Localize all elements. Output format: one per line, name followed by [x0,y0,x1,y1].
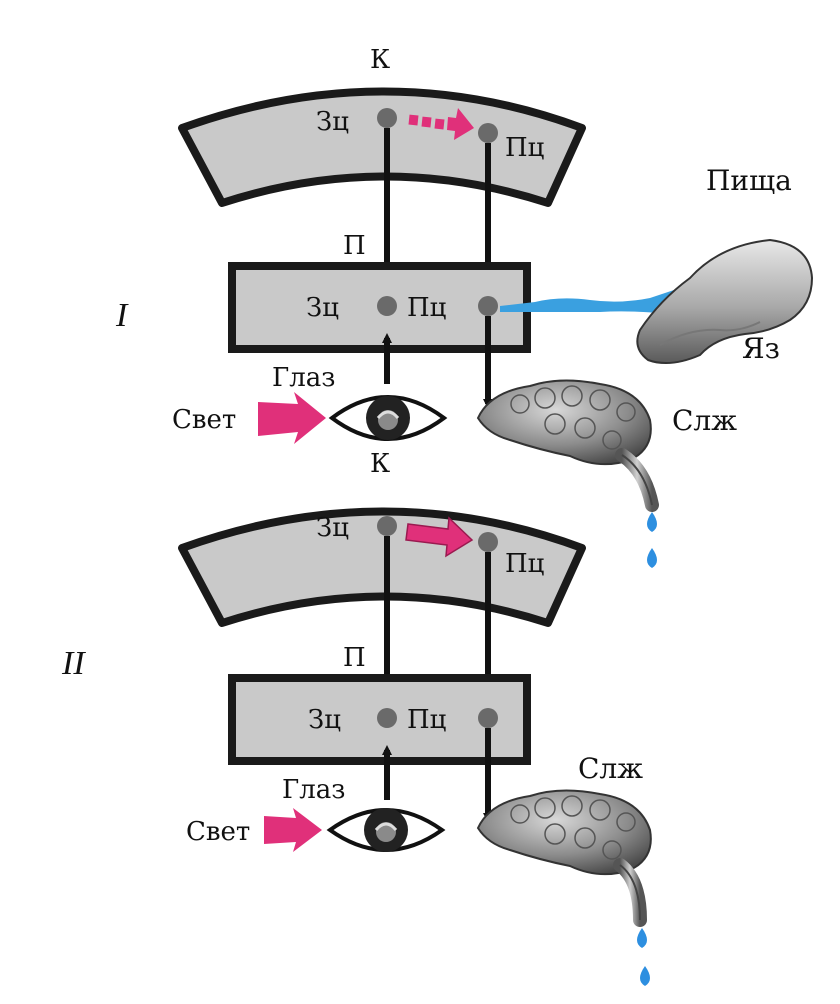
saliva-drop [637,928,647,948]
subcortex-visual-node [377,296,397,316]
subcortex-label: П [343,231,366,261]
saliva-drop [647,548,657,568]
part-one: К Зц Пц П Зц Пц Пища Яз [115,45,814,568]
cortex-food-node [478,532,498,552]
saliva-drop [647,512,657,532]
light-label: Свет [186,817,250,847]
gland-label: Слж [672,404,737,437]
saliva-drop [640,966,650,986]
part-two: К Зц Пц П Зц Пц Глаз Свет [61,449,652,986]
part-two-label: II [61,645,86,682]
subcortex-food-node [478,708,498,728]
subcortex-food-node [478,296,498,316]
cortex-label: К [370,449,390,479]
light-arrow [264,808,322,852]
eye-label: Глаз [272,363,335,393]
subcortex-label: П [343,643,366,673]
subcortex-left-center-label: Зц [308,705,341,735]
cortex-right-center-label: Пц [505,549,545,579]
cortex-label: К [370,45,390,75]
gland-label: Слж [578,752,643,785]
taste-nerve [500,288,690,318]
subcortex-visual-node [377,708,397,728]
cortex-visual-node [377,516,397,536]
part-one-label: I [115,297,129,334]
subcortex-left-center-label: Зц [306,293,339,323]
salivary-gland [476,379,659,512]
tongue-label: Яз [742,332,780,365]
food-label: Пища [706,164,792,197]
subcortex-right-center-label: Пц [407,705,447,735]
tongue [636,238,814,365]
light-label: Свет [172,405,236,435]
cortex-left-center-label: Зц [316,513,349,543]
light-arrow [258,392,326,444]
cortex-left-center-label: Зц [316,107,349,137]
cortex-food-node [478,123,498,143]
eye-label: Глаз [282,775,345,805]
subcortex-right-center-label: Пц [407,293,447,323]
temporary-connection-arrow [408,108,474,140]
cortex-right-center-label: Пц [505,133,545,163]
salivary-gland [476,789,652,927]
eye-icon [326,808,446,852]
established-connection-arrow [405,516,474,558]
eye-icon [328,395,448,441]
cortex-visual-node [377,108,397,128]
cortex-panel [178,87,586,207]
